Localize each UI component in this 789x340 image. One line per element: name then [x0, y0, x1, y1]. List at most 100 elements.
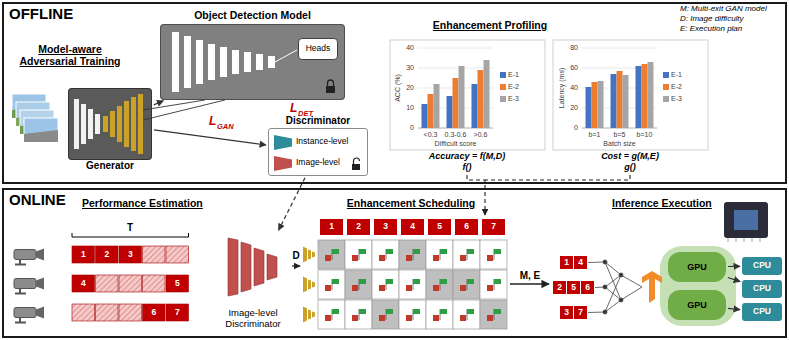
category-label: b=10 [637, 131, 653, 139]
gpu-unit: GPU [668, 252, 726, 282]
frame-headers [320, 219, 505, 235]
section-title: Enhancement Profiling [433, 20, 547, 32]
connector [728, 308, 740, 309]
generator-box: Generator [68, 88, 152, 160]
frame-number: 2 [356, 222, 361, 231]
unit-label: CPU [753, 307, 771, 317]
unit-label: GPU [687, 262, 707, 272]
flow-arrow [292, 265, 300, 266]
loss-symbol: L [209, 115, 216, 128]
batch-number: 1 [564, 258, 569, 267]
section-title: Inference Execution [612, 198, 712, 210]
connector [154, 101, 164, 105]
category-label: b=5 [614, 131, 626, 139]
signal-name: D [292, 250, 299, 261]
box-title: Generator [69, 160, 151, 172]
accuracy-chart [390, 40, 545, 150]
model-icons [303, 247, 315, 323]
axis-tick: 20 [570, 104, 578, 112]
frame-number: 5 [175, 279, 180, 288]
section-title: Enhancement Scheduling [347, 198, 475, 210]
function-name: f() [463, 163, 472, 173]
axis-tick: 20 [406, 84, 414, 92]
axis-tick: 40 [406, 44, 414, 52]
batch-cells [553, 256, 594, 319]
legend-swatch [663, 84, 669, 90]
connector [728, 278, 740, 282]
batch-number: 6 [585, 283, 590, 292]
batch-number: 2 [557, 283, 562, 292]
frame-number: 6 [151, 308, 156, 317]
frame-number: 1 [329, 222, 334, 231]
axis-tick: 0 [410, 124, 414, 132]
box-label: Image-level Discriminator [214, 308, 292, 330]
legend-swatch [663, 72, 669, 78]
batch-number: 5 [571, 283, 576, 292]
branch-label: Instance-level [296, 137, 348, 147]
profile-links [467, 175, 630, 215]
category-label: <0.3 [424, 131, 438, 139]
frame-number: 1 [81, 250, 86, 259]
cpu-unit: CPU [742, 257, 782, 275]
flow-arrow [510, 283, 549, 284]
time-window: T [127, 222, 133, 233]
frame-number: 7 [175, 308, 180, 317]
section-title: Performance Estimation [82, 198, 203, 210]
detector-art [160, 24, 345, 100]
formula: Cost = g(M,E) [601, 152, 659, 162]
frame-number: 4 [81, 279, 86, 288]
discriminator-branch: Instance-level [296, 134, 362, 150]
discriminator-icon: Image-level Discriminator [214, 232, 292, 330]
legend-swatch [500, 84, 506, 90]
gpu-pool [660, 246, 736, 326]
connector [279, 178, 305, 230]
category-label: 0.3-0.6 [445, 131, 467, 139]
batch-number: 3 [564, 308, 569, 317]
axis-title: Latency (ms) [558, 68, 566, 108]
legend-label: E-2 [508, 83, 519, 91]
loss-subscript: DET [298, 110, 313, 118]
axis-title: Batch size [603, 140, 635, 148]
axis-title: ACC (%) [394, 74, 402, 102]
legend-label: E-1 [671, 71, 682, 79]
frame-strip [72, 246, 189, 321]
axis-title: Difficult score [435, 140, 477, 148]
gpu-unit: GPU [668, 290, 726, 320]
cameras [14, 249, 44, 323]
category-label: b=1 [589, 131, 601, 139]
loss-symbol: L [290, 102, 297, 115]
loss-subscript: GAN [217, 123, 234, 131]
heads-box: Heads [298, 38, 338, 60]
box-title: Discriminator [269, 115, 367, 127]
formula: Accuracy = f(M,D) [429, 152, 505, 162]
model-box: Object Detection ModelHeads [160, 24, 345, 100]
unit-label: CPU [753, 261, 771, 271]
frame-number: 2 [104, 250, 109, 259]
axis-tick: 40 [570, 84, 578, 92]
frame-number: 4 [410, 222, 415, 231]
batch-number: 7 [578, 308, 583, 317]
legend-label: E-2 [671, 83, 682, 91]
input-images [12, 94, 58, 142]
batch-number: 4 [578, 258, 583, 267]
discriminator-art [274, 135, 360, 171]
discriminator-icon-art [228, 238, 277, 296]
key-entry: M: Multi-exit GAN model [680, 5, 767, 14]
cpu-unit: CPU [742, 303, 782, 321]
legend-label: E-1 [508, 71, 519, 79]
frame-number: 7 [491, 222, 496, 231]
axis-tick: 10 [406, 104, 414, 112]
legend-swatch [663, 96, 669, 102]
section-title: Model-aware Adversarial Training [14, 44, 126, 67]
frame-number: 3 [128, 250, 133, 259]
key-entry: D: Image difficulty [680, 15, 744, 24]
panel: ONLINE Image-level Discriminator GPU GPU CPU… [2, 188, 787, 338]
frame-number: 6 [464, 222, 469, 231]
axis-tick: 30 [406, 64, 414, 72]
panel-title: ONLINE [9, 191, 66, 208]
branch-label: Image-level [296, 158, 340, 168]
latency-chart [553, 40, 708, 150]
axis-tick: 0 [574, 124, 578, 132]
signal-name: M, E [520, 270, 541, 281]
